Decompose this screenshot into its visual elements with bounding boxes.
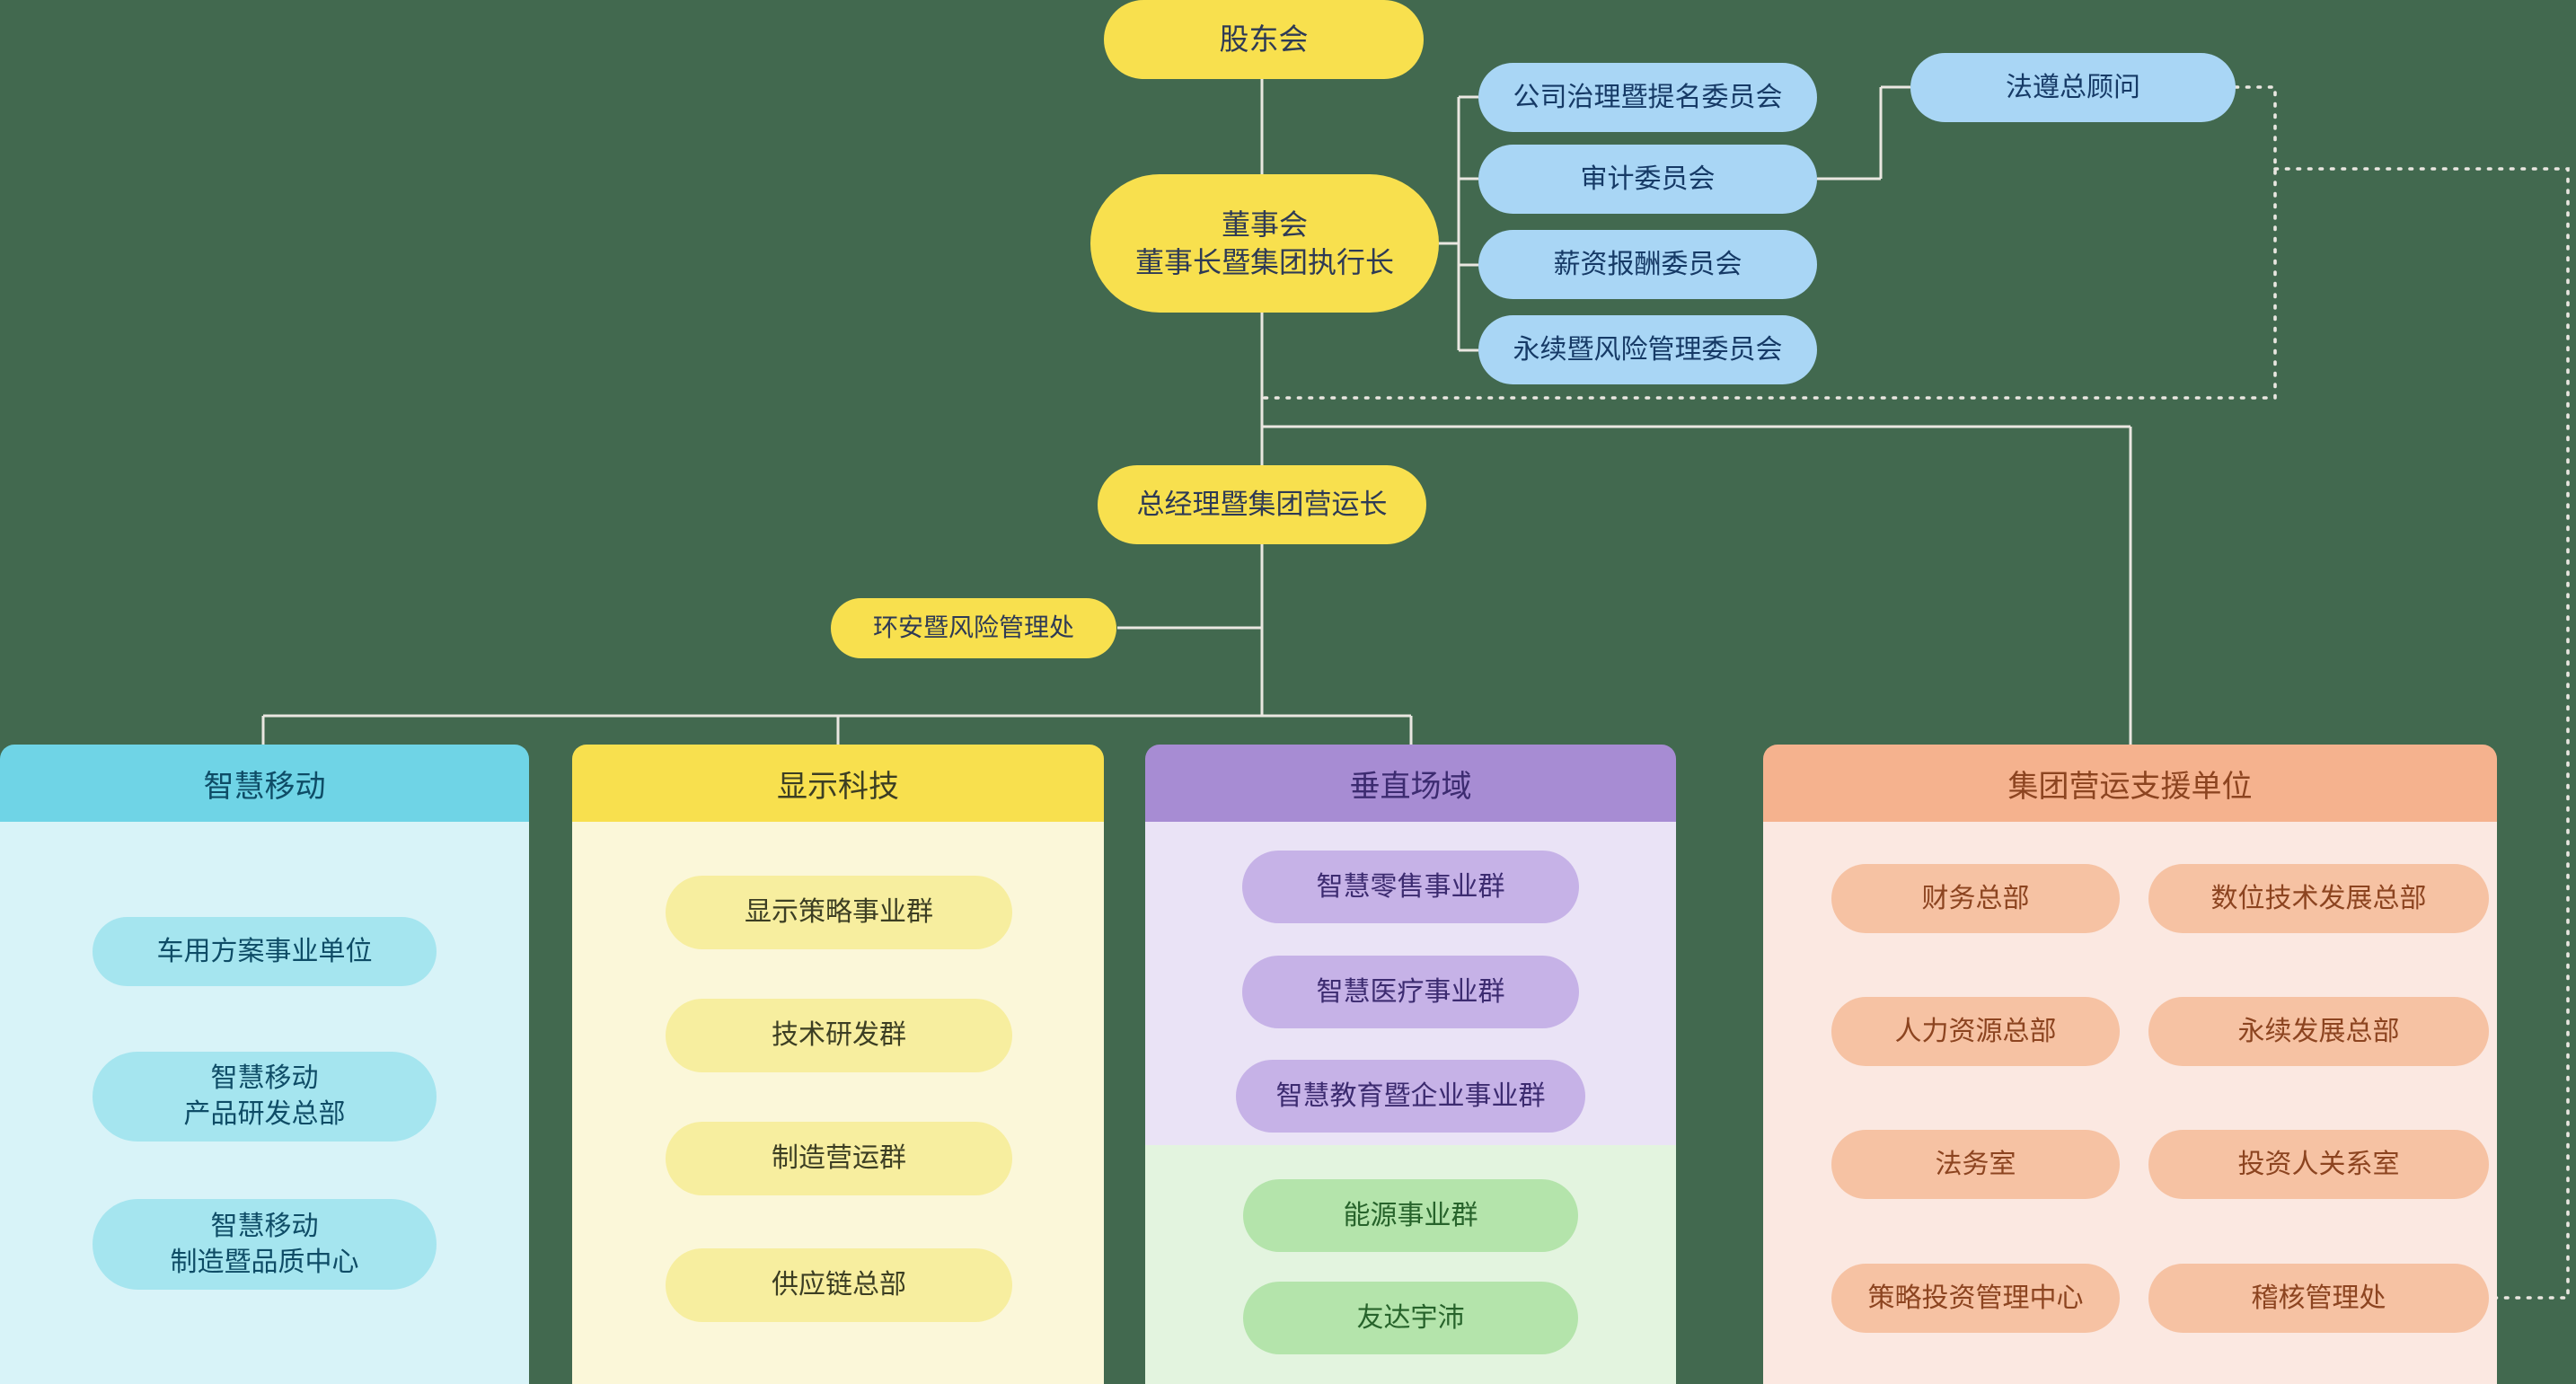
node-ehs-risk-management: 环安暨风险管理处 [831, 598, 1116, 658]
org-node: 能源事业群 [1243, 1179, 1578, 1252]
section-group-support-units-title: 集团营运支援单位 [1763, 745, 2497, 822]
org-node: 数位技术发展总部 [2148, 864, 2489, 933]
section-vertical-domains-body: 智慧零售事业群 智慧医疗事业群 智慧教育暨企业事业群 [1145, 822, 1676, 1145]
section-display-technology-title: 显示科技 [572, 745, 1104, 822]
node-committee-sustainability-risk: 永续暨风险管理委员会 [1478, 315, 1817, 384]
org-node: 智慧教育暨企业事业群 [1236, 1060, 1585, 1133]
org-node: 智慧医疗事业群 [1242, 956, 1579, 1028]
org-node: 智慧移动 制造暨品质中心 [93, 1199, 437, 1290]
org-node: 智慧移动 产品研发总部 [93, 1052, 437, 1142]
section-group-support-units-body: 财务总部 数位技术发展总部 人力资源总部 永续发展总部 法务室 投资人关系室 策… [1763, 822, 2497, 1384]
org-node: 技术研发群 [666, 999, 1012, 1072]
section-smart-mobility-body: 车用方案事业单位 智慧移动 产品研发总部 智慧移动 制造暨品质中心 [0, 822, 529, 1384]
org-node: 供应链总部 [666, 1248, 1012, 1322]
org-node: 人力资源总部 [1831, 997, 2120, 1066]
org-node: 永续发展总部 [2148, 997, 2489, 1066]
section-energy-body: 能源事业群 友达宇沛 [1145, 1145, 1676, 1384]
org-node: 稽核管理处 [2148, 1264, 2489, 1333]
section-smart-mobility: 智慧移动 车用方案事业单位 智慧移动 产品研发总部 智慧移动 制造暨品质中心 [0, 745, 529, 1384]
node-committee-audit: 审计委员会 [1478, 145, 1817, 214]
node-committee-compensation: 薪资报酬委员会 [1478, 230, 1817, 299]
org-node: 显示策略事业群 [666, 876, 1012, 949]
org-node: 车用方案事业单位 [93, 917, 437, 986]
node-president-coo: 总经理暨集团营运长 [1098, 465, 1426, 544]
org-node: 投资人关系室 [2148, 1130, 2489, 1199]
node-committee-governance-nomination: 公司治理暨提名委员会 [1478, 63, 1817, 132]
org-node: 财务总部 [1831, 864, 2120, 933]
node-chief-compliance-officer: 法遵总顾问 [1910, 53, 2236, 122]
section-display-technology: 显示科技 显示策略事业群 技术研发群 制造营运群 供应链总部 [572, 745, 1104, 1384]
section-vertical-domains: 垂直场域 智慧零售事业群 智慧医疗事业群 智慧教育暨企业事业群 能源事业群 友达… [1145, 745, 1676, 1384]
org-node: 策略投资管理中心 [1831, 1264, 2120, 1333]
section-smart-mobility-title: 智慧移动 [0, 745, 529, 822]
section-vertical-domains-title: 垂直场域 [1145, 745, 1676, 822]
node-board-chairman-ceo: 董事会 董事长暨集团执行长 [1090, 174, 1439, 313]
node-shareholders: 股东会 [1104, 0, 1424, 79]
org-node: 智慧零售事业群 [1242, 851, 1579, 923]
org-node: 友达宇沛 [1243, 1282, 1578, 1354]
section-display-technology-body: 显示策略事业群 技术研发群 制造营运群 供应链总部 [572, 822, 1104, 1384]
section-group-support-units: 集团营运支援单位 财务总部 数位技术发展总部 人力资源总部 永续发展总部 法务室… [1763, 745, 2497, 1384]
org-node: 法务室 [1831, 1130, 2120, 1199]
org-node: 制造营运群 [666, 1122, 1012, 1195]
